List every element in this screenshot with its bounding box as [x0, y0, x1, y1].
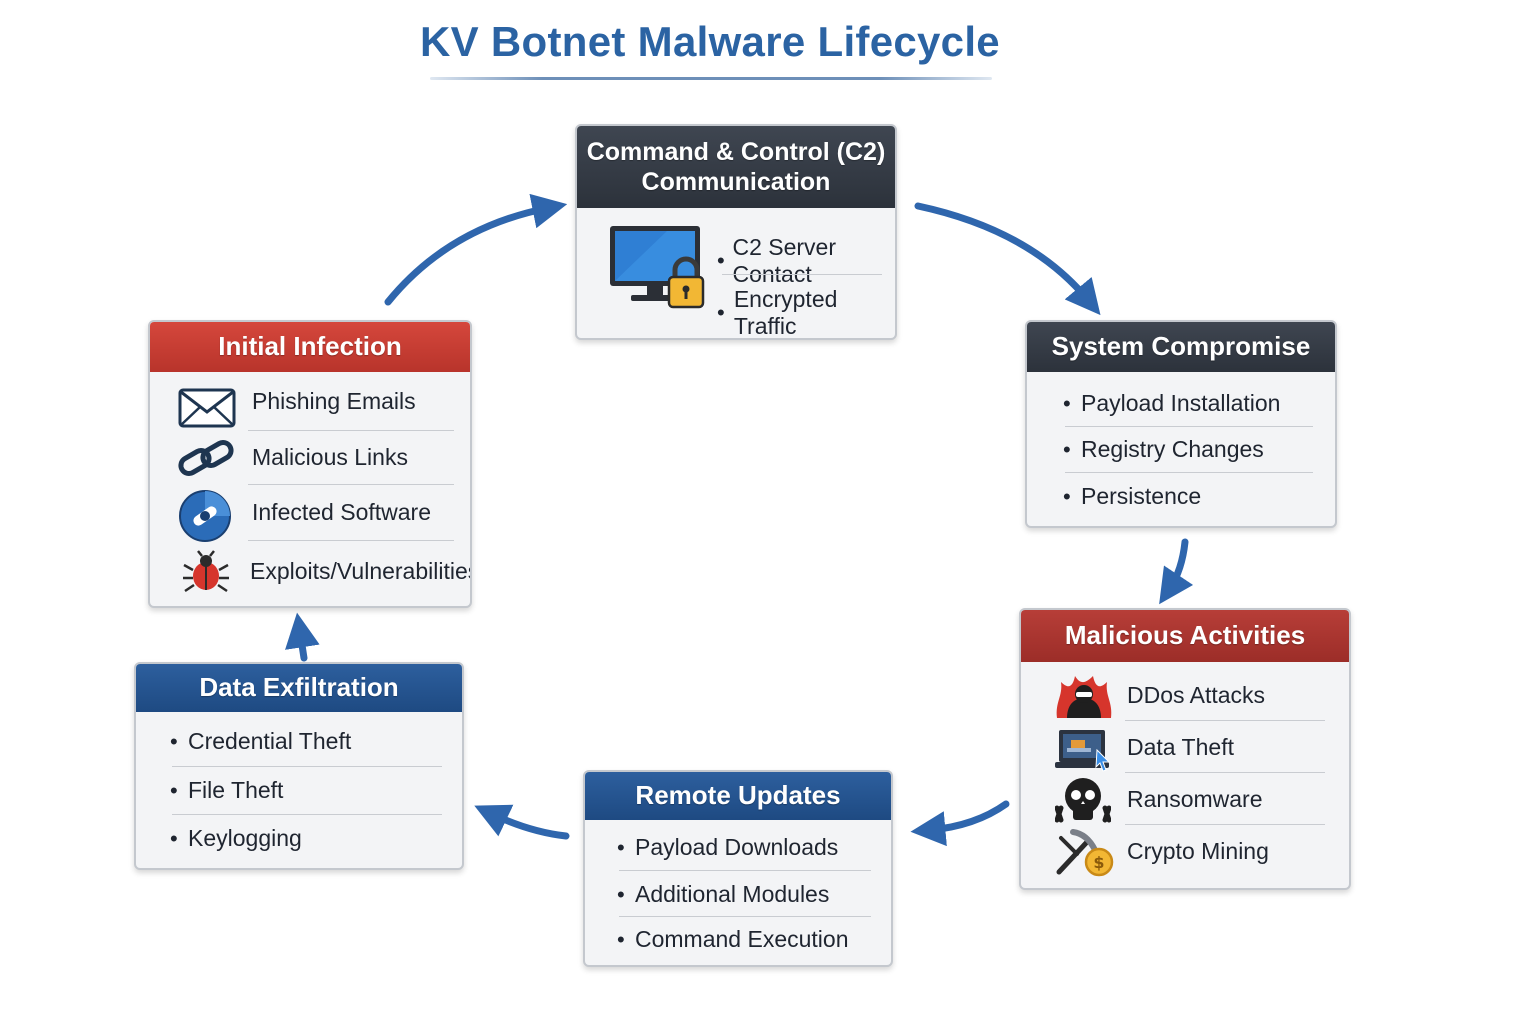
list-item: Data Theft	[1127, 734, 1234, 760]
skull-icon	[1054, 776, 1112, 831]
list-item: •File Theft	[170, 777, 284, 803]
list-item: Phishing Emails	[252, 388, 416, 414]
fire-hacker-icon	[1053, 672, 1115, 725]
initial-infection-card: Initial Infection Phishing Emails Malici…	[148, 320, 472, 608]
remote-updates-card: Remote Updates •Payload Downloads •Addit…	[583, 770, 893, 967]
laptop-theft-icon	[1053, 728, 1113, 779]
list-item: •Keylogging	[170, 825, 302, 851]
arrow-malicious-to-remote	[910, 800, 1010, 847]
arrow-system-to-malicious	[1159, 538, 1194, 605]
title-underline	[430, 77, 992, 80]
arrow-c2-to-system	[914, 202, 1101, 316]
c2-communication-card: Command & Control (C2) Communication •C2…	[575, 124, 897, 340]
c2-item: •Encrypted Traffic	[717, 286, 838, 339]
c2-item: •C2 Server Contact	[717, 234, 837, 287]
list-item: •Persistence	[1063, 483, 1202, 509]
svg-text:$: $	[1093, 853, 1104, 872]
malicious-activities-header: Malicious Activities	[1021, 610, 1349, 662]
pickaxe-coin-icon: $	[1053, 828, 1115, 883]
list-item: Infected Software	[252, 499, 431, 525]
list-item: •Credential Theft	[170, 728, 352, 754]
list-item: •Command Execution	[617, 926, 849, 952]
system-compromise-header: System Compromise	[1027, 322, 1335, 372]
arrow-remote-to-exfil	[474, 804, 570, 840]
data-exfiltration-card: Data Exfiltration •Credential Theft •Fil…	[134, 662, 464, 870]
list-item: Crypto Mining	[1127, 838, 1269, 864]
initial-infection-header: Initial Infection	[150, 322, 470, 372]
list-item: •Registry Changes	[1063, 436, 1264, 462]
bug-icon	[182, 550, 230, 599]
c2-title-line1: Command & Control (C2)	[586, 138, 886, 166]
remote-updates-header: Remote Updates	[585, 772, 891, 820]
diagram-title: KV Botnet Malware Lifecycle	[420, 18, 1000, 65]
c2-title-line2: Communication	[641, 168, 831, 196]
list-item: Ransomware	[1127, 786, 1263, 812]
c2-card-header: Command & Control (C2) Communication	[577, 126, 895, 208]
list-item: •Payload Downloads	[617, 834, 839, 860]
envelope-icon	[178, 388, 236, 433]
arrow-exfil-to-initial	[285, 612, 320, 662]
list-item: Exploits/Vulnerabilities	[250, 558, 472, 584]
list-item: •Additional Modules	[617, 881, 830, 907]
list-item: Malicious Links	[252, 444, 408, 470]
arrow-initial-to-c2	[384, 193, 568, 306]
system-compromise-card: System Compromise •Payload Installation …	[1025, 320, 1337, 528]
list-item: •Payload Installation	[1063, 390, 1281, 416]
list-item: DDos Attacks	[1127, 682, 1266, 708]
data-exfiltration-header: Data Exfiltration	[136, 664, 462, 712]
monitor-lock-icon	[607, 224, 709, 317]
chain-link-icon	[176, 438, 236, 485]
malicious-activities-card: Malicious Activities DDos Attacks Data T…	[1019, 608, 1351, 890]
infected-disc-icon	[178, 489, 232, 548]
